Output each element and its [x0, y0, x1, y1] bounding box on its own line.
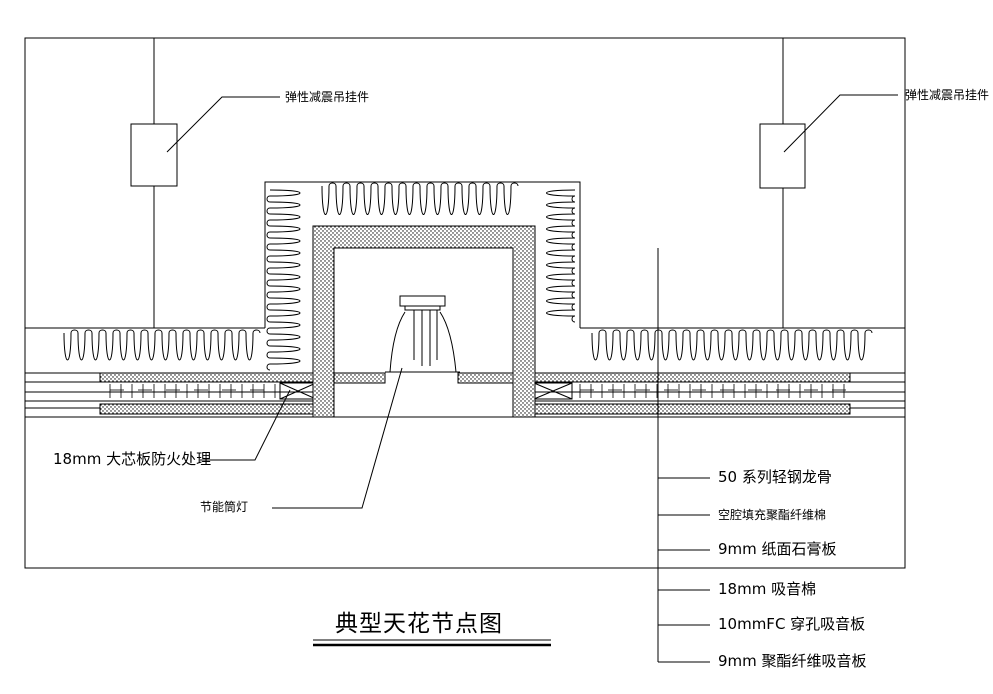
- inner-box-cavity: [333, 247, 514, 418]
- fc-board-left: [99, 372, 331, 383]
- light-steel-keel: [109, 384, 846, 398]
- downlight: [385, 295, 460, 373]
- label-layer-acoustic-wool: 18mm 吸音棉: [718, 580, 817, 598]
- blockboard-right: [533, 382, 573, 400]
- shock-hanger-left: [130, 123, 178, 187]
- blockboard-left: [279, 382, 317, 400]
- insulation-wool-top: [321, 182, 519, 215]
- label-layer-cavity-wool: 空腔填充聚酯纤维棉: [718, 508, 827, 522]
- label-blockboard: 18mm 大芯板防火处理: [53, 450, 212, 468]
- polyester-board-left: [99, 403, 331, 415]
- drawing-frame: [24, 37, 906, 569]
- label-layer-polyester-board: 9mm 聚酯纤维吸音板: [718, 652, 867, 670]
- label-layer-gypsum: 9mm 纸面石膏板: [718, 540, 837, 558]
- fc-board-right: [514, 372, 851, 383]
- insulation-wool-right: [591, 329, 873, 361]
- insulation-wool-left: [63, 329, 261, 361]
- label-downlight: 节能筒灯: [200, 500, 249, 514]
- raised-box-outline: [264, 181, 581, 328]
- insulation-wool-box-left: [266, 189, 301, 371]
- insulation-wool-box-right: [546, 189, 576, 323]
- label-hanger-left: 弹性减震吊挂件: [285, 90, 370, 104]
- drawing-title: 典型天花节点图: [335, 611, 503, 637]
- label-hanger-right: 弹性减震吊挂件: [905, 88, 990, 102]
- shock-hanger-right: [759, 123, 806, 189]
- leader-lines: [166, 94, 898, 663]
- label-layer-fc-board: 10mmFC 穿孔吸音板: [718, 615, 866, 633]
- lip-board-left: [333, 372, 386, 384]
- polyester-board-right: [514, 403, 851, 415]
- lip-board-right: [457, 372, 514, 384]
- label-layer-keel: 50 系列轻钢龙骨: [718, 468, 832, 486]
